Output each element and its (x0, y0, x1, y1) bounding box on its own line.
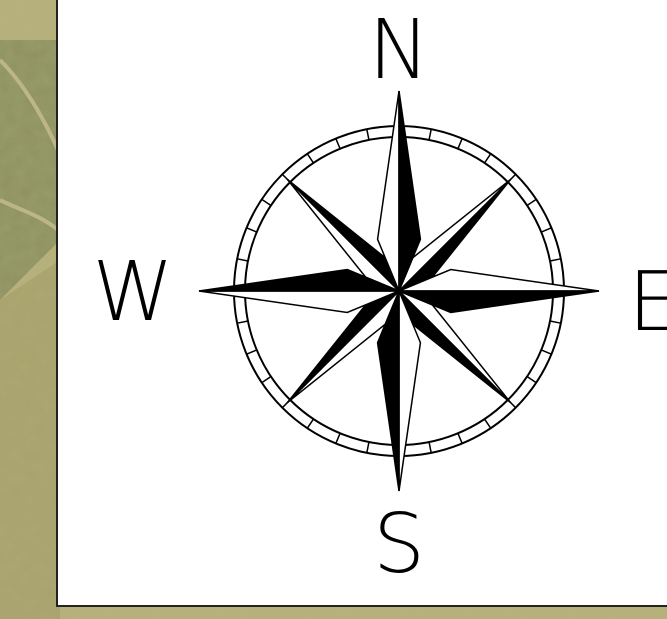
ring-tick (485, 154, 491, 163)
ring-tick (485, 419, 491, 428)
ring-tick (527, 377, 536, 383)
ring-tick (550, 321, 561, 323)
ring-tick (458, 139, 462, 149)
ring-tick (237, 259, 248, 261)
compass-panel: N S W E (56, 0, 667, 607)
ring-tick (541, 350, 551, 354)
ring-tick (247, 350, 257, 354)
ring-tick (367, 129, 369, 140)
compass-rose-icon: N S W E (58, 0, 667, 607)
ring-tick (307, 419, 313, 428)
ring-tick (527, 199, 536, 205)
label-east: E (628, 255, 667, 350)
ring-tick (550, 259, 561, 261)
label-south: S (373, 497, 425, 592)
ring-tick (541, 228, 551, 232)
ring-tick (262, 199, 271, 205)
compass-star (199, 91, 599, 491)
ring-tick (429, 129, 431, 140)
ring-tick (429, 442, 431, 453)
ring-tick (367, 442, 369, 453)
ring-tick (237, 321, 248, 323)
label-north: N (368, 3, 429, 98)
ring-tick (336, 433, 340, 443)
ring-tick (262, 377, 271, 383)
label-west: W (92, 245, 173, 340)
ring-tick (247, 228, 257, 232)
ring-tick (458, 433, 462, 443)
ring-tick (336, 139, 340, 149)
ring-tick (307, 154, 313, 163)
